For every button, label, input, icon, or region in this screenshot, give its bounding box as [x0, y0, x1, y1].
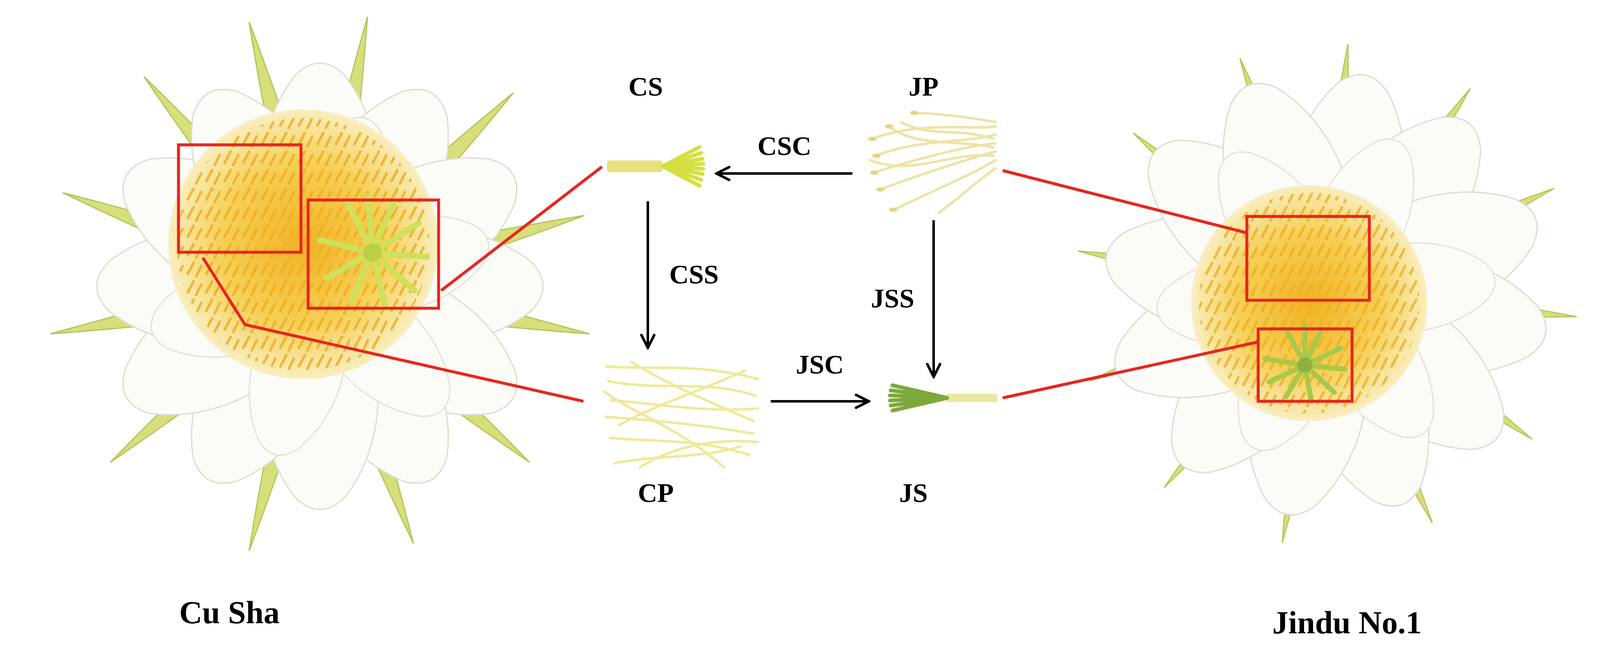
cultivar-name: Cu Sha	[179, 594, 280, 631]
sample-label: JP	[908, 71, 939, 102]
filament	[900, 122, 994, 139]
filament	[913, 112, 996, 123]
filament	[604, 391, 725, 468]
sample-node: CS	[606, 143, 704, 189]
sample-label: CP	[637, 478, 674, 508]
anthers	[1198, 192, 1420, 414]
filament	[606, 366, 758, 379]
callout-box	[1246, 216, 1370, 301]
anther-disc	[1191, 185, 1427, 421]
stigma-lobes	[889, 385, 948, 411]
leader-line	[1002, 170, 1247, 233]
callout-box	[178, 144, 301, 253]
flow-arrow	[716, 172, 853, 175]
sample-cp	[604, 362, 758, 468]
callout-marks	[178, 144, 1370, 402]
filament	[892, 159, 996, 211]
sepals	[1075, 42, 1578, 545]
filament	[639, 441, 758, 468]
style-stalk	[606, 160, 663, 173]
sample-label: JS	[899, 478, 928, 508]
anther	[876, 187, 885, 192]
arrow-label: JSC	[793, 349, 847, 380]
filament	[869, 155, 994, 166]
anther	[872, 153, 881, 158]
flow-arrow	[770, 399, 869, 403]
sample-jp-anthers	[867, 110, 919, 212]
style-stalk	[946, 393, 998, 402]
cultivar-name: Jindu No.1	[1272, 604, 1422, 641]
sample-node: JP	[867, 110, 998, 215]
filament	[888, 126, 994, 148]
sample-node: CP	[601, 356, 761, 470]
callout-box	[1258, 328, 1353, 402]
flow-arrow	[646, 201, 650, 348]
arrow-label: JSS	[868, 283, 917, 314]
stigma-center	[1297, 357, 1313, 373]
stigma-center	[363, 243, 382, 262]
petals	[1096, 64, 1556, 525]
petals	[96, 63, 544, 510]
stigma-lobes	[319, 195, 428, 306]
anther	[867, 136, 877, 142]
right-flower	[1075, 42, 1578, 545]
arrow-label: CSS	[666, 259, 722, 290]
leader-line	[441, 166, 602, 291]
sample-label: CS	[628, 71, 663, 102]
left-flower	[47, 14, 592, 554]
anther	[884, 124, 894, 129]
sample-node: JS	[887, 382, 998, 414]
stigma-lobes	[662, 146, 704, 186]
arrow-label: CSC	[754, 131, 814, 161]
anthers	[176, 117, 430, 371]
filament	[938, 168, 996, 213]
stigma-lobes	[1264, 324, 1345, 401]
sepals	[47, 14, 592, 554]
anther	[889, 207, 898, 212]
sample-cs	[606, 146, 704, 186]
callout-box	[308, 199, 439, 309]
anther	[870, 170, 879, 175]
leader-line	[1002, 341, 1259, 398]
sample-jp	[869, 112, 996, 213]
anther	[910, 110, 919, 115]
flow-arrow	[932, 220, 935, 377]
sample-js	[889, 385, 998, 411]
filament	[618, 370, 746, 426]
leader-line	[202, 257, 584, 402]
